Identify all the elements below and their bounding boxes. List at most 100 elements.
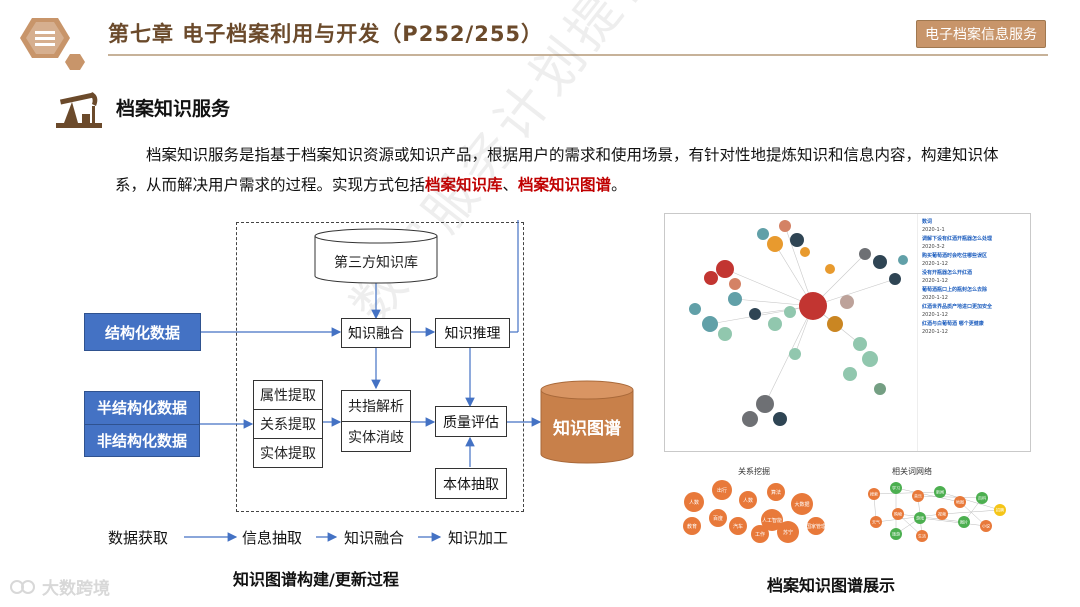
knowledge-graph-cylinder: [540, 380, 634, 464]
description-paragraph: 档案知识服务是指基于档案知识资源或知识产品，根据用户的需求和使用场景，有针对性地…: [115, 140, 1015, 200]
section-title: 档案知识服务: [116, 98, 231, 120]
network-node-label: 生活: [918, 533, 926, 539]
relation-bubble-label: 百度: [713, 515, 723, 522]
network-node: [890, 482, 902, 494]
network-node-label: 旅游: [892, 531, 900, 537]
brand-logo-icon: [10, 579, 35, 594]
source-structured-data: 结构化数据: [84, 313, 201, 351]
relation-bubble-label: 汽车: [733, 523, 743, 530]
relation-bubble: [761, 509, 783, 531]
relation-bubble-label: 人数: [743, 497, 753, 504]
brand-logo: 大数跨境: [10, 574, 110, 599]
network-node: [870, 516, 882, 528]
chapter-hexagon-icon: [20, 18, 85, 70]
stage-knowledge-processing: 知识加工: [448, 529, 509, 547]
stage-information-extraction: 信息抽取: [242, 529, 303, 547]
network-node: [954, 496, 966, 508]
network-node: [958, 516, 970, 528]
node-quality-assessment: 质量评估: [435, 406, 507, 437]
relation-bubble-label: 国家管理: [806, 523, 826, 530]
node-attribute-extraction: 属性提取: [254, 381, 322, 410]
paragraph-end: 。: [611, 176, 627, 194]
network-node: [890, 528, 902, 540]
network-node-label: 地图: [956, 499, 964, 505]
source-unstructured-data: 非结构化数据: [85, 423, 199, 456]
related-word-network: 搜索学习音乐新闻地图百科招聘小说图片视频游戏购物天气旅游生活: [868, 482, 1006, 542]
relation-bubble: [777, 521, 799, 543]
network-node-label: 百科: [978, 495, 986, 501]
chapter-title: 第七章 电子档案利用与开发（P252/255）: [108, 22, 544, 46]
relation-mining-bubbles: 人数出行人数算法大数据人工智能百度教育汽车工作苏宁国家管理: [683, 480, 826, 543]
oil-pump-icon: [56, 92, 102, 128]
network-node: [914, 512, 926, 524]
relation-bubble-label: 算法: [771, 489, 781, 496]
relation-bubble: [767, 483, 785, 501]
node-entity-disambiguation: 实体消歧: [348, 429, 404, 446]
category-badge: 电子档案信息服务: [916, 20, 1046, 48]
source-semi-unstructured-group: 半结构化数据 非结构化数据: [84, 391, 200, 457]
showcase-caption: 档案知识图谱展示: [767, 576, 896, 595]
network-node-label: 学习: [892, 485, 900, 491]
fusion-detail-group: 共指解析 实体消歧: [341, 390, 411, 452]
relation-bubble-label: 工作: [755, 531, 765, 538]
network-node: [994, 504, 1006, 516]
paragraph-main-text: 档案知识服务是指基于档案知识资源或知识产品，根据用户的需求和使用场景，有针对性地…: [115, 146, 999, 194]
related-network-title: 相关词网络: [892, 467, 932, 476]
stage-knowledge-fusion: 知识融合: [344, 529, 405, 547]
network-node-label: 天气: [872, 519, 880, 525]
process-dashed-frame: [236, 222, 524, 512]
node-coreference: 共指解析: [342, 391, 410, 422]
stage-data-acquisition: 数据获取: [108, 529, 169, 547]
third-party-kb-label: 第三方知识库: [334, 255, 418, 271]
network-node-label: 音乐: [914, 493, 922, 499]
network-node-label: 新闻: [936, 489, 944, 495]
relation-bubble: [683, 517, 701, 535]
relation-bubble: [791, 493, 813, 515]
network-node: [912, 490, 924, 502]
kg-network-graph: [689, 220, 908, 427]
relation-bubble-label: 人工智能: [762, 517, 782, 524]
relation-bubble: [751, 525, 769, 543]
header-divider: [108, 54, 1048, 56]
relation-mining-title: 关系挖掘: [738, 467, 770, 476]
relation-bubble: [807, 517, 825, 535]
highlight-knowledge-graph: 档案知识图谱: [518, 176, 612, 194]
node-relation-extraction: 关系提取: [254, 410, 322, 439]
network-node: [868, 488, 880, 500]
network-node-label: 小说: [982, 523, 990, 529]
relation-bubble: [684, 492, 704, 512]
network-node: [980, 520, 992, 532]
source-semi-structured-data: 半结构化数据: [96, 399, 187, 418]
node-knowledge-reasoning: 知识推理: [435, 318, 510, 348]
relation-bubble-label: 苏宁: [783, 529, 793, 536]
relation-bubble-label: 出行: [717, 487, 727, 494]
extraction-group: 属性提取 关系提取 实体提取: [253, 380, 323, 468]
highlight-knowledge-base: 档案知识库: [425, 176, 503, 194]
relation-bubble: [712, 480, 732, 500]
relation-bubble-label: 教育: [687, 523, 697, 530]
paragraph-separator: 、: [502, 176, 519, 194]
network-node-label: 游戏: [916, 515, 924, 521]
network-node-label: 图片: [960, 519, 968, 525]
network-node-label: 购物: [894, 511, 902, 517]
node-knowledge-fusion: 知识融合: [341, 318, 411, 348]
relation-bubble: [729, 517, 747, 535]
brand-logo-text: 大数跨境: [42, 579, 110, 599]
relation-bubble-label: 大数据: [794, 501, 809, 508]
relation-bubble: [709, 509, 727, 527]
network-node-label: 搜索: [870, 491, 878, 497]
network-node: [916, 530, 928, 542]
relation-bubble: [739, 491, 757, 509]
network-node: [936, 508, 948, 520]
node-ontology-extraction: 本体抽取: [435, 468, 507, 499]
knowledge-graph-label: 知识图谱: [553, 419, 621, 439]
network-node-label: 视频: [938, 511, 946, 517]
third-party-kb-cylinder: [314, 228, 438, 284]
